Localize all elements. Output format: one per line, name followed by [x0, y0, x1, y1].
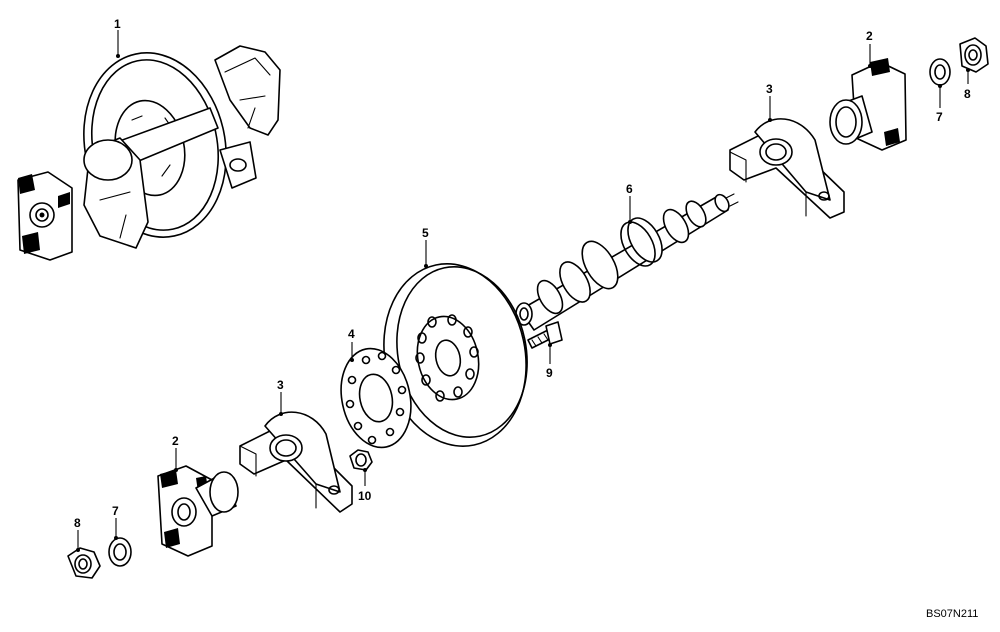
- part-3-pillow-block-top: 3: [729, 82, 845, 219]
- part-3-pillow-block-bottom: 3: [239, 378, 353, 513]
- part-4-spacer-ring: 4: [340, 327, 412, 449]
- callout-10: 10: [358, 489, 372, 503]
- callout-4: 4: [348, 327, 355, 341]
- part-2-flange-yoke-bottom: 2: [157, 434, 239, 557]
- part-5-brake-disc: 5: [383, 226, 528, 447]
- part-8-nut-bottom: 8: [67, 516, 101, 579]
- callout-8-bottom: 8: [74, 516, 81, 530]
- part-6-shaft: 6: [515, 182, 739, 331]
- part-7-washer-bottom: 7: [108, 504, 132, 567]
- callout-8-top: 8: [964, 87, 971, 101]
- callout-1: 1: [114, 17, 121, 31]
- ring-bolt-holes: [345, 351, 407, 445]
- callout-3-bottom: 3: [277, 378, 284, 392]
- part-2-flange-yoke-top: 2: [829, 29, 907, 151]
- callout-3-top: 3: [766, 82, 773, 96]
- callout-2-top: 2: [866, 29, 873, 43]
- callout-5: 5: [422, 226, 429, 240]
- part-1-brake-assembly: 1: [17, 17, 281, 261]
- callout-6: 6: [626, 182, 633, 196]
- part-7-washer-top: 7: [929, 58, 951, 124]
- part-8-nut-top: 8: [959, 37, 989, 101]
- drawing-code: BS07N211: [926, 608, 978, 620]
- part-9-bolt: 9: [527, 321, 563, 380]
- callout-2-bottom: 2: [172, 434, 179, 448]
- callout-7-bottom: 7: [112, 504, 119, 518]
- disc-bolt-holes: [415, 314, 479, 402]
- callout-7-top: 7: [936, 110, 943, 124]
- part-10-nut: 10: [349, 449, 373, 503]
- callout-9: 9: [546, 366, 553, 380]
